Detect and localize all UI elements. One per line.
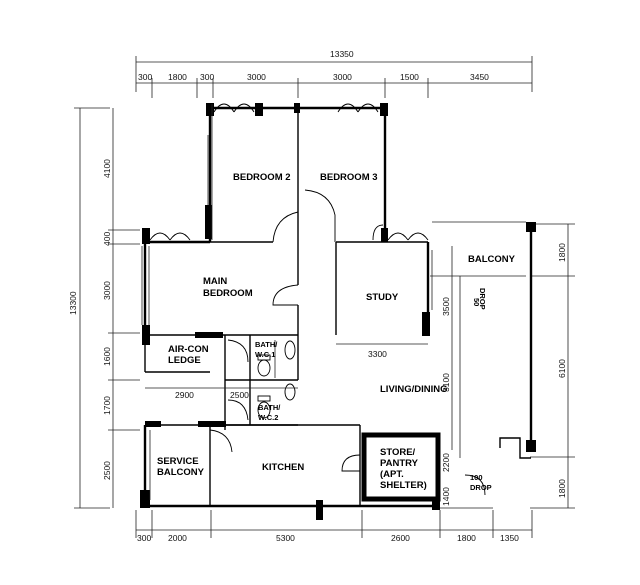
left-dim-3: 1600: [102, 347, 112, 366]
bottom-dim-5: 1350: [500, 533, 519, 543]
right-dim-2: 1800: [557, 479, 567, 498]
room-main-bedroom-line2: BEDROOM: [203, 288, 253, 299]
bottom-dim-1: 2000: [168, 533, 187, 543]
windows: [141, 104, 433, 325]
left-dim-ticks: [108, 229, 140, 431]
top-dim-3: 3000: [247, 72, 266, 82]
left-dim-1: 400: [102, 232, 112, 246]
left-dim-2: 3000: [102, 281, 112, 300]
room-store-line4: SHELTER): [380, 480, 427, 491]
drop-100-label: 100: [470, 473, 483, 482]
room-service-balcony-line2: BALCONY: [157, 467, 205, 478]
door-swings: [149, 103, 486, 496]
room-store-line2: PANTRY: [380, 458, 419, 469]
room-store-line3: (APT.: [380, 469, 404, 480]
right-dim-1: 6100: [557, 359, 567, 378]
drop-100-text: DROP: [470, 483, 492, 492]
bottom-dim-0: 300: [137, 533, 151, 543]
room-bath2-line1: BATH/: [258, 403, 281, 412]
room-kitchen: KITCHEN: [262, 462, 304, 473]
top-dim-6: 3450: [470, 72, 489, 82]
drop-50-label: 50: [472, 298, 481, 306]
room-bedroom-2: BEDROOM 2: [233, 172, 291, 183]
room-study: STUDY: [366, 292, 399, 303]
right-dim-ticks: [530, 223, 575, 509]
room-balcony: BALCONY: [468, 254, 516, 265]
room-bath1-line2: W.C.1: [255, 350, 275, 359]
interior-walls: [145, 112, 441, 506]
drop-50-text: DROP: [478, 288, 487, 310]
overall-height-label: 13300: [68, 291, 78, 315]
room-aircon-line2: LEDGE: [168, 355, 201, 366]
top-dim-5: 1500: [400, 72, 419, 82]
left-dim-0: 4100: [102, 159, 112, 178]
overall-width-label: 13350: [330, 49, 354, 59]
left-dim-4: 1700: [102, 396, 112, 415]
bottom-dim-3: 2600: [391, 533, 410, 543]
top-dim-0: 300: [138, 72, 152, 82]
study-width-label: 3300: [368, 349, 387, 359]
store-1400-label: 1400: [441, 487, 451, 506]
left-dim-5: 2500: [102, 461, 112, 480]
top-dim-1: 1800: [168, 72, 187, 82]
room-living-dining: LIVING/DINING: [380, 384, 448, 395]
room-bath1-line1: BATH/: [255, 340, 278, 349]
top-dim-2: 300: [200, 72, 214, 82]
room-service-balcony-line1: SERVICE: [157, 456, 199, 467]
room-aircon-line1: AIR-CON: [168, 344, 209, 355]
top-dim-4: 3000: [333, 72, 352, 82]
bath-2500-label: 2500: [230, 390, 249, 400]
aircon-2900-label: 2900: [175, 390, 194, 400]
room-bedroom-3: BEDROOM 3: [320, 172, 378, 183]
bottom-dim-4: 1800: [457, 533, 476, 543]
bath-fixtures: [257, 340, 296, 419]
study-depth-label: 3500: [441, 297, 451, 316]
store-2200-label: 2200: [441, 453, 451, 472]
living-3100-label: 3100: [441, 373, 451, 392]
exterior-walls: [140, 103, 536, 520]
room-store-line1: STORE/: [380, 447, 416, 458]
room-main-bedroom-line1: MAIN: [203, 276, 227, 287]
bottom-dim-ticks: [135, 510, 533, 538]
top-dim-ticks: [151, 78, 429, 98]
right-dim-0: 1800: [557, 243, 567, 262]
room-bath2-line2: W.C.2: [258, 413, 278, 422]
bottom-dim-2: 5300: [276, 533, 295, 543]
